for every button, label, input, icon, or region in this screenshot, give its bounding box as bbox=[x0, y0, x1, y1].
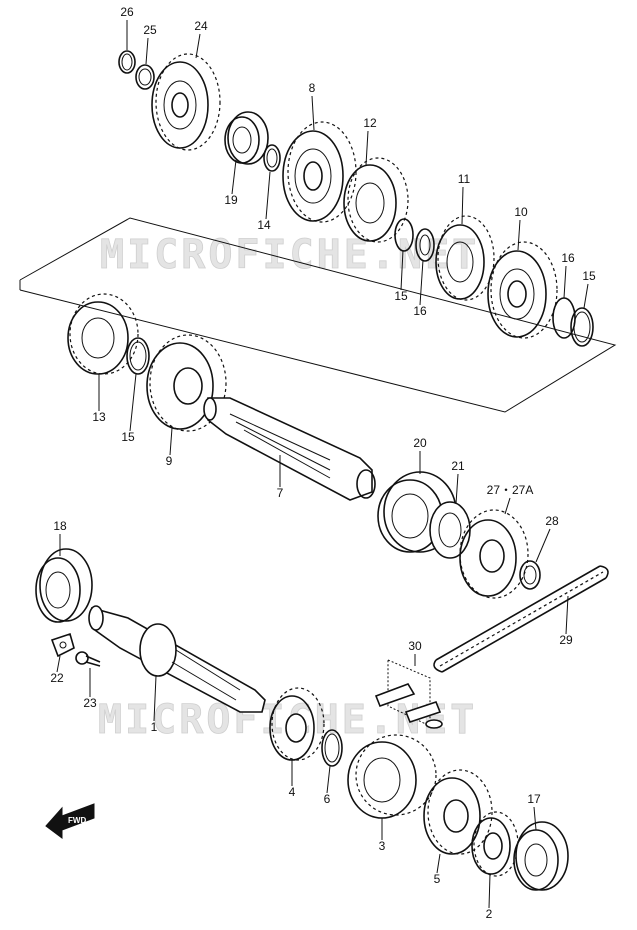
assembly-enclosure-line bbox=[19, 217, 617, 413]
part-label-p15a[interactable]: 15 bbox=[582, 269, 596, 283]
watermark-top: MICROFICHE.NET bbox=[100, 232, 479, 278]
leader-line-p19 bbox=[231, 159, 237, 195]
leader-line-p15a bbox=[583, 283, 589, 309]
gear-8[interactable] bbox=[282, 121, 357, 223]
gear-13[interactable] bbox=[67, 293, 139, 375]
screw-23[interactable] bbox=[75, 651, 101, 667]
gear-10[interactable] bbox=[487, 241, 558, 339]
part-label-p9[interactable]: 9 bbox=[166, 454, 173, 468]
leader-line-p15b bbox=[400, 249, 404, 291]
gear-11[interactable] bbox=[435, 215, 495, 301]
leader-line-p6 bbox=[326, 765, 331, 794]
part-label-p16a[interactable]: 16 bbox=[561, 251, 575, 265]
part-label-p11[interactable]: 11 bbox=[458, 172, 471, 186]
circlip-15a[interactable] bbox=[394, 218, 414, 252]
circlip-26[interactable] bbox=[118, 50, 136, 74]
washer-14[interactable] bbox=[263, 144, 281, 172]
bearing-19[interactable] bbox=[224, 111, 269, 165]
part-label-p26[interactable]: 26 bbox=[120, 5, 134, 19]
leader-line-p14 bbox=[265, 171, 271, 220]
bearing-18[interactable] bbox=[35, 548, 93, 623]
bearing-17[interactable] bbox=[513, 821, 569, 891]
washer-16a[interactable] bbox=[415, 228, 435, 262]
gear-24[interactable] bbox=[151, 53, 221, 151]
part-label-p23[interactable]: 23 bbox=[83, 696, 97, 710]
part-label-p24[interactable]: 24 bbox=[194, 19, 208, 33]
circlip-6[interactable] bbox=[321, 729, 343, 767]
part-label-p2[interactable]: 2 bbox=[486, 907, 493, 921]
part-label-p20[interactable]: 20 bbox=[413, 436, 427, 450]
part-label-p13[interactable]: 13 bbox=[92, 410, 106, 424]
sprocket-27[interactable] bbox=[459, 509, 529, 599]
leader-line-p29 bbox=[565, 595, 569, 635]
part-label-p3[interactable]: 3 bbox=[379, 839, 386, 853]
part-label-p12[interactable]: 12 bbox=[363, 116, 377, 130]
countershaft-7[interactable] bbox=[203, 397, 376, 501]
leader-line-p16b bbox=[419, 259, 424, 306]
part-label-p29[interactable]: 29 bbox=[559, 633, 573, 647]
part-label-p7[interactable]: 7 bbox=[277, 486, 284, 500]
part-label-p15c[interactable]: 15 bbox=[121, 430, 135, 444]
circlip-15c[interactable] bbox=[126, 337, 150, 375]
part-label-p30[interactable]: 30 bbox=[408, 639, 422, 653]
leader-line-p22 bbox=[56, 655, 61, 673]
part-label-p16b[interactable]: 16 bbox=[413, 304, 427, 318]
part-label-p18[interactable]: 18 bbox=[53, 519, 67, 533]
gear-9[interactable] bbox=[146, 334, 227, 432]
gear-3[interactable] bbox=[347, 734, 437, 819]
leader-line-p15c bbox=[129, 373, 137, 432]
gear-12[interactable] bbox=[343, 157, 409, 243]
part-label-p10[interactable]: 10 bbox=[514, 205, 528, 219]
washer-28[interactable] bbox=[519, 560, 541, 590]
leader-line-p17 bbox=[533, 806, 537, 831]
part-label-p21[interactable]: 21 bbox=[451, 459, 465, 473]
leader-line-p9 bbox=[169, 427, 173, 456]
part-label-p1[interactable]: 1 bbox=[151, 720, 158, 734]
leader-line-p28 bbox=[535, 528, 551, 563]
oil-seal-21[interactable] bbox=[429, 501, 471, 559]
gear-5[interactable] bbox=[423, 769, 493, 855]
part-label-p4[interactable]: 4 bbox=[289, 785, 296, 799]
drive-chain-29[interactable] bbox=[433, 565, 609, 673]
part-label-p28[interactable]: 28 bbox=[545, 514, 559, 528]
leader-line-p1 bbox=[153, 675, 157, 722]
circlip-15b[interactable] bbox=[570, 307, 594, 347]
part-label-p5[interactable]: 5 bbox=[434, 872, 441, 886]
washer-25[interactable] bbox=[135, 64, 155, 90]
part-label-p17[interactable]: 17 bbox=[527, 792, 541, 806]
part-label-p8[interactable]: 8 bbox=[309, 81, 316, 95]
leader-line-p25 bbox=[145, 37, 149, 65]
leader-line-p11 bbox=[461, 186, 464, 225]
part-label-p25[interactable]: 25 bbox=[143, 23, 157, 37]
leader-line-p27 bbox=[504, 497, 511, 515]
leader-line-p2 bbox=[488, 873, 491, 909]
chain-joint-30[interactable] bbox=[374, 659, 443, 729]
fwd-badge-text: FWD bbox=[68, 816, 86, 825]
leader-line-p10 bbox=[517, 219, 521, 251]
part-label-p19[interactable]: 19 bbox=[224, 193, 238, 207]
part-label-p6[interactable]: 6 bbox=[324, 792, 331, 806]
part-label-p22[interactable]: 22 bbox=[50, 671, 64, 685]
gear-2[interactable] bbox=[471, 811, 519, 877]
forward-arrow-icon: FWD bbox=[45, 803, 95, 839]
leader-line-p12 bbox=[365, 130, 369, 166]
part-label-p15b[interactable]: 15 bbox=[394, 289, 408, 303]
part-label-p27[interactable]: 27・27A bbox=[487, 483, 534, 497]
bearing-retainer-22[interactable] bbox=[50, 632, 75, 658]
leader-line-p5 bbox=[436, 853, 441, 874]
part-label-p14[interactable]: 14 bbox=[257, 218, 271, 232]
main-shaft-1[interactable] bbox=[88, 605, 266, 713]
leader-line-p16a bbox=[563, 265, 567, 299]
leader-line-p8 bbox=[311, 95, 315, 131]
leader-line-p21 bbox=[455, 473, 459, 505]
callout-leaders bbox=[56, 20, 589, 909]
leader-line-p24 bbox=[195, 33, 201, 59]
